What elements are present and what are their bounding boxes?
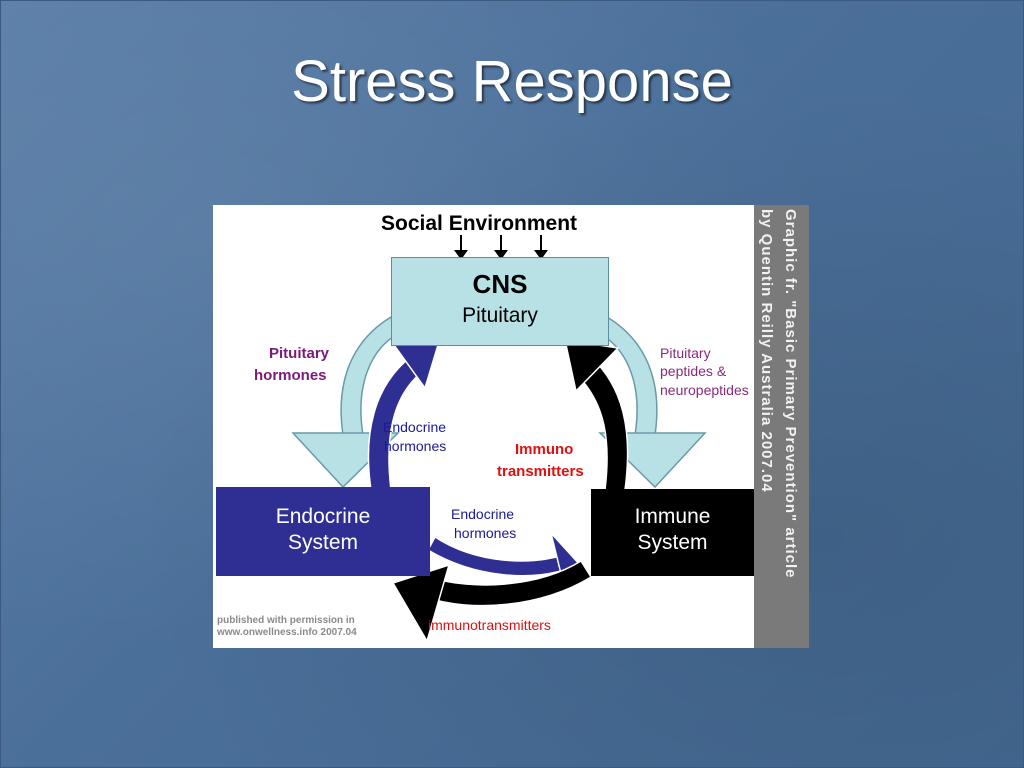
- social-input-arrows: [454, 235, 548, 260]
- slide-title: Stress Response: [291, 49, 733, 114]
- endocrine-to-immune-arrow: [427, 535, 574, 577]
- stress-response-diagram: Social Environment CNS Pituitary Endocri…: [213, 205, 809, 648]
- immuno-transmitters-label-2: transmitters: [497, 463, 584, 480]
- endocrine-system-box: Endocrine System: [216, 487, 430, 576]
- cns-title: CNS: [472, 269, 528, 299]
- endocrine-system-line2: System: [287, 531, 358, 554]
- pituitary-peptides-label-1: Pituitary: [660, 345, 711, 361]
- pituitary-hormones-label-1: Pituitary: [269, 345, 330, 362]
- permission-line-2: www.onwellness.info 2007.04: [217, 627, 357, 638]
- pituitary-hormones-label-2: hormones: [254, 367, 327, 384]
- credit-line-2: by Quentin Reilly Australia 2007.04: [758, 209, 775, 493]
- permission-note: published with permission in www.onwelln…: [217, 615, 357, 639]
- input-arrow-3-head: [534, 250, 548, 260]
- credit-band: Graphic fr. "Basic Primary Prevention" a…: [754, 205, 809, 648]
- input-arrow-1-head: [454, 250, 468, 260]
- endocrine-hormones-bottom-label-1: Endocrine: [451, 506, 515, 522]
- endocrine-hormones-inner-label-1: Endocrine: [383, 419, 447, 435]
- endocrine-hormones-inner-label-2: hormones: [384, 438, 447, 454]
- immunotransmitters-bottom-label: immunotransmitters: [428, 617, 551, 633]
- cns-box: CNS Pituitary: [391, 257, 609, 346]
- credit-line-1: Graphic fr. "Basic Primary Prevention" a…: [782, 209, 799, 579]
- diagram-arrows: [291, 235, 707, 643]
- endocrine-hormones-bottom-label-2: hormones: [454, 525, 517, 541]
- cns-subtitle: Pituitary: [462, 304, 538, 327]
- immune-system-line2: System: [637, 531, 708, 554]
- endocrine-system-line1: Endocrine: [275, 505, 371, 528]
- input-arrow-2-head: [494, 250, 508, 260]
- permission-line-1: published with permission in: [217, 615, 355, 626]
- pituitary-peptides-label-2: peptides &: [660, 363, 727, 379]
- pituitary-peptides-label-3: neuropeptides: [660, 382, 749, 398]
- immune-system-line1: Immune: [634, 505, 711, 528]
- immuno-transmitters-label-1: Immuno: [515, 441, 574, 458]
- social-environment-label: Social Environment: [381, 212, 578, 235]
- immune-system-box: Immune System: [591, 489, 754, 576]
